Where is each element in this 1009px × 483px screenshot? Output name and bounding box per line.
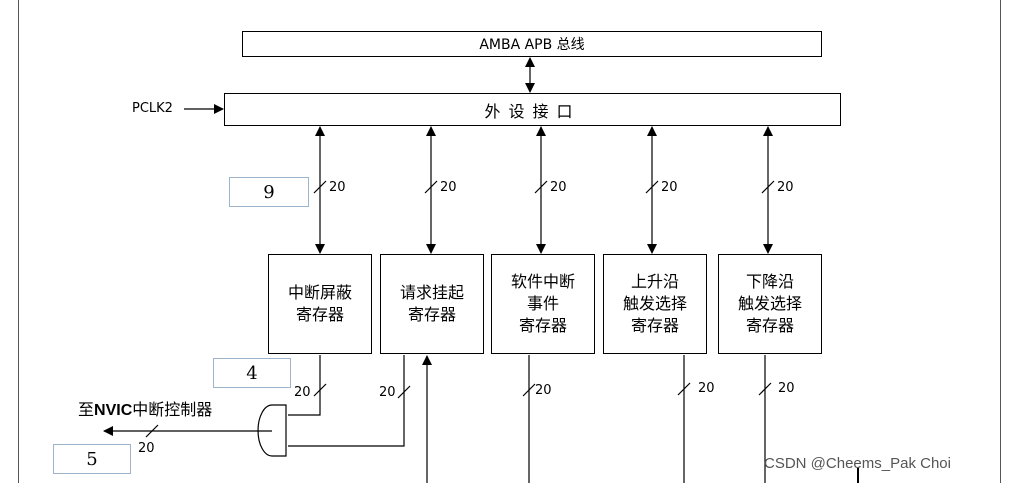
callout-4: 4 xyxy=(213,358,291,388)
width-label-swier: 20 xyxy=(550,180,567,195)
bus-label: AMBA APB 总线 xyxy=(479,37,585,53)
callout-5: 5 xyxy=(53,444,131,474)
width-label-swier-output: 20 xyxy=(535,383,552,398)
frame-right-border xyxy=(1000,0,1001,483)
width-label-mask: 20 xyxy=(329,180,346,195)
peripheral-interface-label: 外设接口 xyxy=(484,101,581,121)
pclk2-label: PCLK2 xyxy=(132,101,173,116)
falling-trigger-select-register: 下降沿 触发选择 寄存器 xyxy=(718,254,822,354)
rising-trigger-select-register-label: 上升沿 触发选择 寄存器 xyxy=(622,272,687,335)
software-interrupt-event-register: 软件中断 事件 寄存器 xyxy=(491,254,595,354)
nvic-controller-label: 至NVIC中断控制器 xyxy=(78,396,212,420)
interrupt-mask-register-label: 中断屏蔽 寄存器 xyxy=(287,283,352,324)
peripheral-interface-box: 外设接口 xyxy=(224,93,841,126)
rising-trigger-select-register: 上升沿 触发选择 寄存器 xyxy=(603,254,707,354)
width-label-falling: 20 xyxy=(777,180,794,195)
width-label-pending-output: 20 xyxy=(379,385,396,400)
frame-left-border xyxy=(18,0,19,483)
csdn-watermark: CSDN @Cheems_Pak Choi xyxy=(764,455,951,472)
mask-to-gate-line xyxy=(288,355,321,416)
pending-to-gate-line xyxy=(288,355,405,447)
software-interrupt-event-register-label: 软件中断 事件 寄存器 xyxy=(510,272,575,335)
nvic-prefix: 至 xyxy=(78,400,95,419)
width-label-nvic-output: 20 xyxy=(138,441,155,456)
nvic-suffix: 中断控制器 xyxy=(132,400,213,419)
width-label-rising: 20 xyxy=(661,180,678,195)
falling-trigger-select-register-label: 下降沿 触发选择 寄存器 xyxy=(737,272,802,335)
pending-request-register: 请求挂起 寄存器 xyxy=(380,254,484,354)
amba-apb-bus-box: AMBA APB 总线 xyxy=(242,31,822,57)
width-label-falling-output: 20 xyxy=(778,381,795,396)
width-label-pending: 20 xyxy=(440,180,457,195)
interrupt-mask-register: 中断屏蔽 寄存器 xyxy=(268,254,372,354)
pending-request-register-label: 请求挂起 寄存器 xyxy=(399,283,464,324)
width-label-rising-output: 20 xyxy=(698,381,715,396)
callout-9: 9 xyxy=(229,177,309,207)
nvic-bold: NVIC xyxy=(94,402,133,419)
width-label-mask-output: 20 xyxy=(294,385,311,400)
